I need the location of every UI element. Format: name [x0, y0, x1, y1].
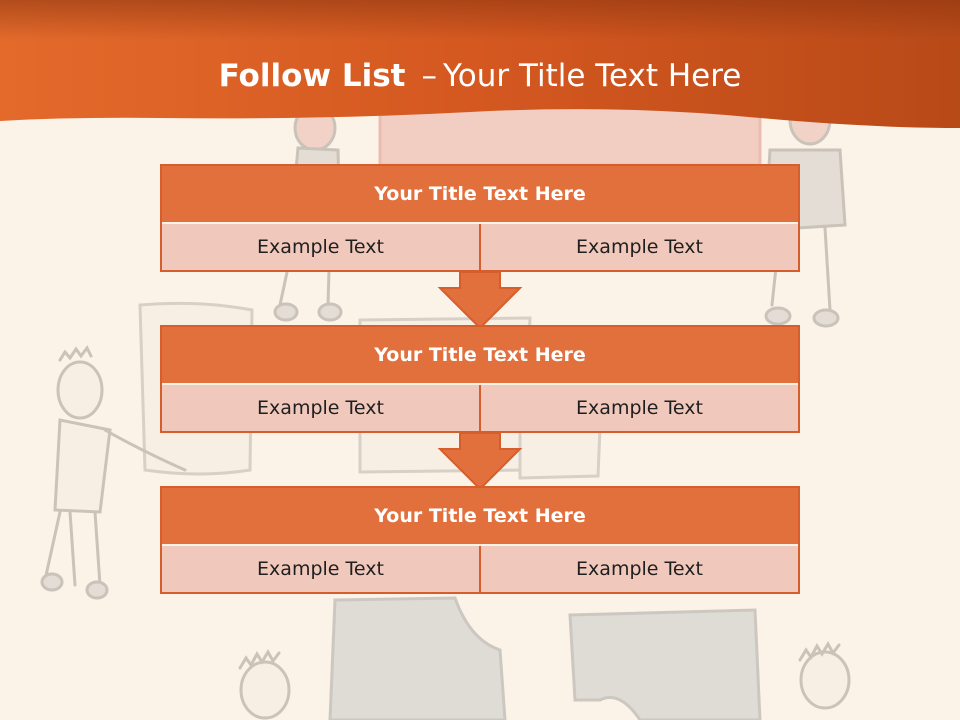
- block-cell-right: Example Text: [479, 546, 798, 592]
- down-arrow-icon: [437, 432, 523, 491]
- title-bold: Follow List: [218, 58, 406, 94]
- block-cell-left: Example Text: [257, 236, 384, 258]
- list-block-2: Your Title Text Here Example Text Exampl…: [160, 325, 800, 433]
- slide-title: Follow List–Your Title Text Here: [0, 54, 960, 98]
- block-title: Your Title Text Here: [162, 166, 798, 224]
- block-row: Example Text Example Text: [162, 224, 798, 270]
- down-arrow-icon: [437, 271, 523, 330]
- block-row: Example Text Example Text: [162, 385, 798, 431]
- title-separator: –: [421, 58, 437, 94]
- list-block-3: Your Title Text Here Example Text Exampl…: [160, 486, 800, 594]
- block-cell-left: Example Text: [257, 558, 384, 580]
- block-row: Example Text Example Text: [162, 546, 798, 592]
- block-cell-right: Example Text: [479, 385, 798, 431]
- block-title: Your Title Text Here: [162, 488, 798, 546]
- list-block-1: Your Title Text Here Example Text Exampl…: [160, 164, 800, 272]
- block-cell-left: Example Text: [257, 397, 384, 419]
- block-cell-right: Example Text: [479, 224, 798, 270]
- title-rest: Your Title Text Here: [442, 58, 742, 94]
- block-title: Your Title Text Here: [162, 327, 798, 385]
